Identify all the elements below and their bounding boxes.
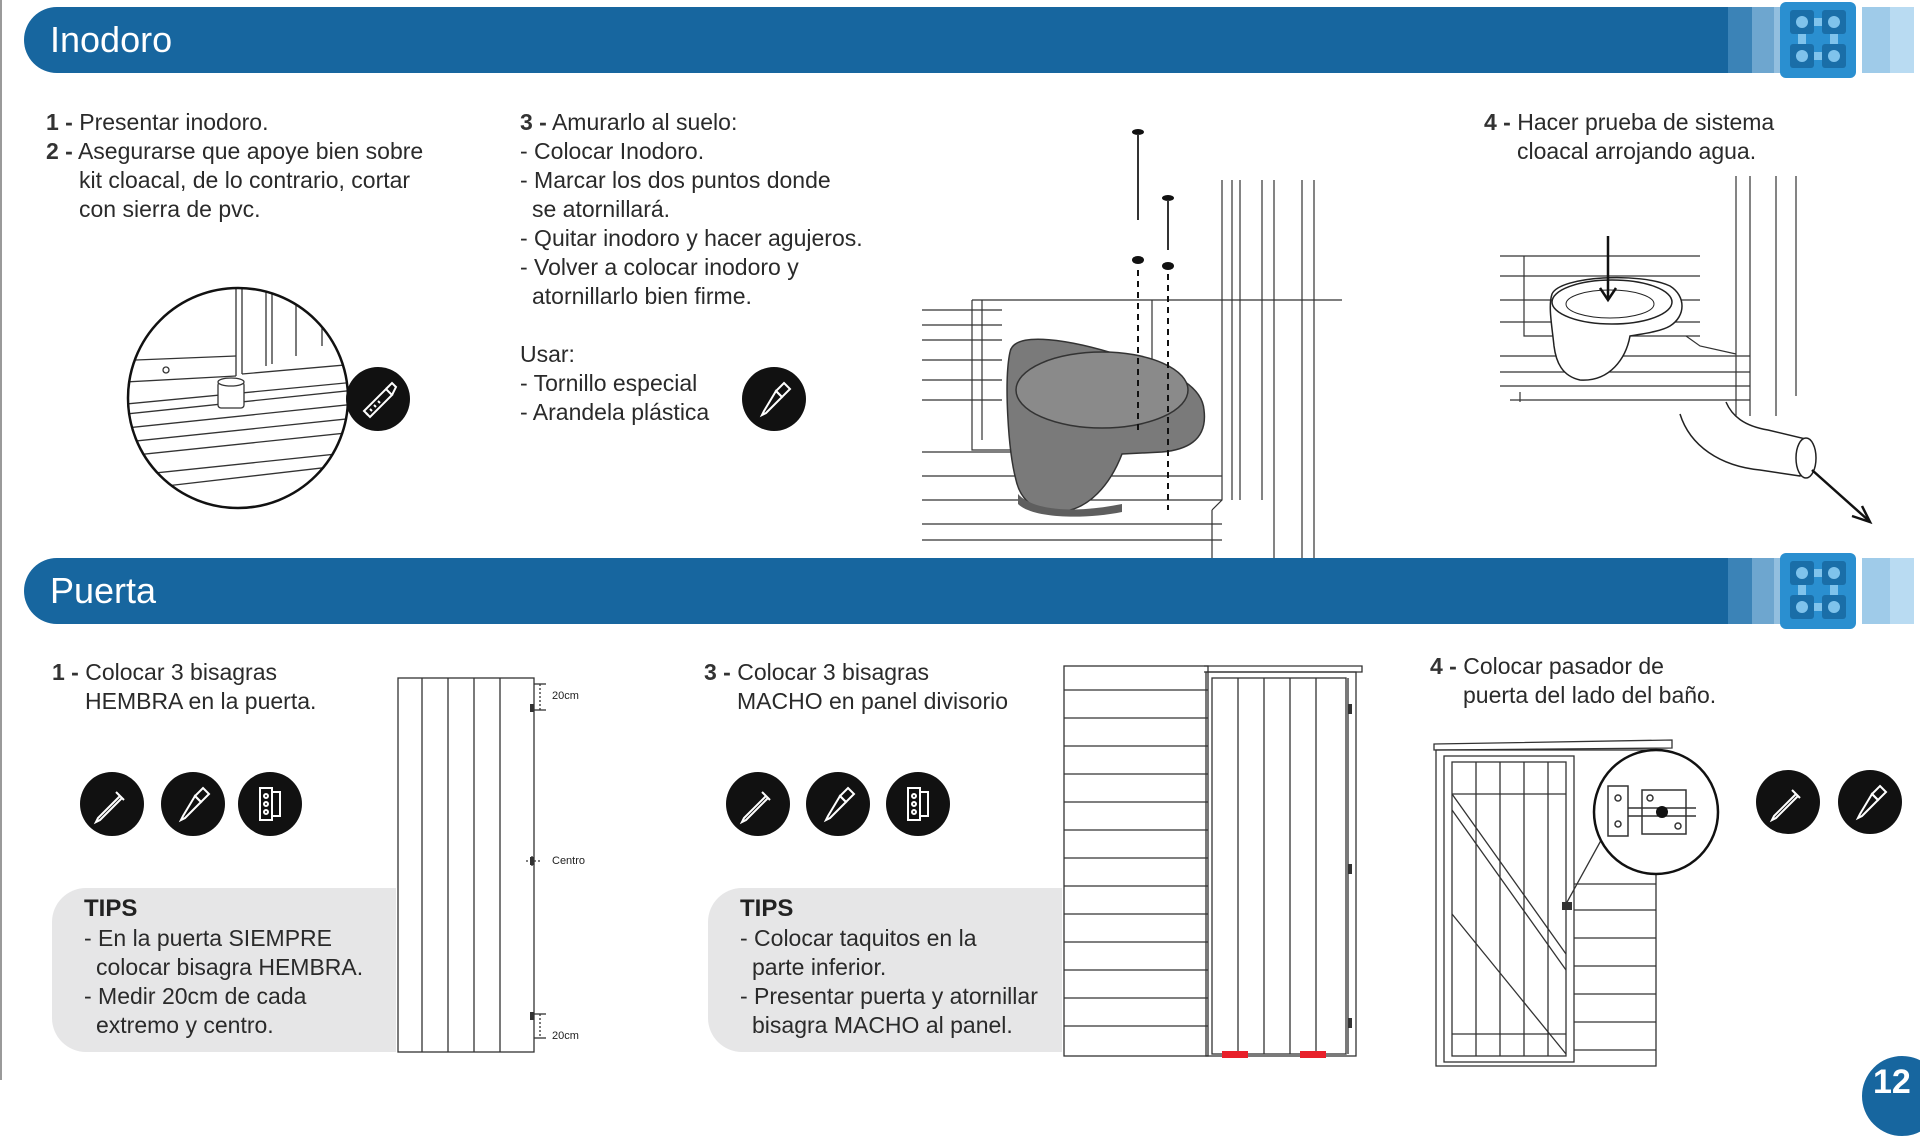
puerta-step-1: 1 - Colocar 3 bisagras HEMBRA en la puer… xyxy=(52,658,316,716)
step-text: HEMBRA en la puerta. xyxy=(85,688,317,714)
step-text: Colocar 3 bisagras xyxy=(85,659,277,685)
step-text: Presentar inodoro. xyxy=(79,109,269,135)
water-test-illustration xyxy=(1500,176,1873,525)
step-text: Colocar pasador de xyxy=(1463,653,1664,679)
tip-line: - Presentar puerta y atornillar xyxy=(740,983,1038,1009)
use-item: - Arandela plástica xyxy=(520,399,710,425)
inodoro-steps-1-2: 1 - Presentar inodoro. 2 - Asegurarse qu… xyxy=(46,108,423,224)
screwdriver-icon xyxy=(161,772,225,836)
inodoro-banner: Inodoro xyxy=(24,7,1914,73)
step-heading: Amurarlo al suelo: xyxy=(551,109,738,135)
use-label: Usar: xyxy=(520,341,575,367)
puerta-title: Puerta xyxy=(50,570,157,611)
tip-line: - Medir 20cm de cada xyxy=(84,983,307,1009)
tip-line: - Colocar taquitos en la xyxy=(740,925,977,951)
screwdriver-icon xyxy=(1838,770,1902,834)
inodoro-title: Inodoro xyxy=(50,19,173,60)
measure-center-label: Centro xyxy=(552,855,586,867)
tips-box-1: TIPS - En la puerta SIEMPRE colocar bisa… xyxy=(52,888,396,1052)
screwdriver-icon xyxy=(806,772,870,836)
step-text: kit cloacal, de lo contrario, cortar xyxy=(79,167,411,193)
measure-top-label: 20cm xyxy=(552,690,579,702)
brand-logo-icon xyxy=(1780,2,1856,78)
step-text: puerta del lado del baño. xyxy=(1463,682,1717,708)
nail-icon xyxy=(80,772,144,836)
step-line: atornillarlo bien firme. xyxy=(532,283,752,309)
step-text: Asegurarse que apoye bien sobre xyxy=(77,138,424,164)
step-number: 4 - xyxy=(1484,109,1511,135)
use-item: - Tornillo especial xyxy=(520,370,698,396)
nail-icon xyxy=(1756,770,1820,834)
puerta-banner: Puerta xyxy=(24,558,1914,624)
tip-line: extremo y centro. xyxy=(96,1012,274,1038)
step-number: 3 - xyxy=(704,659,731,685)
step-line: - Colocar Inodoro. xyxy=(520,138,705,164)
step-line: - Quitar inodoro y hacer agujeros. xyxy=(520,225,863,251)
tips-title: TIPS xyxy=(84,895,138,922)
page-left-border xyxy=(0,0,2,1080)
panel-door-illustration xyxy=(1063,665,1363,1058)
inodoro-step-3: 3 - Amurarlo al suelo: - Colocar Inodoro… xyxy=(520,108,863,427)
toilet-bolting-illustration xyxy=(922,129,1342,560)
step-number: 2 - xyxy=(46,138,73,164)
tip-line: - En la puerta SIEMPRE xyxy=(84,925,332,951)
step-text: Hacer prueba de sistema xyxy=(1517,109,1775,135)
step-line: - Volver a colocar inodoro y xyxy=(520,254,799,280)
tip-line: parte inferior. xyxy=(752,954,887,980)
puerta-step-3: 3 - Colocar 3 bisagras MACHO en panel di… xyxy=(704,658,1008,716)
step-text: MACHO en panel divisorio xyxy=(737,688,1009,714)
tips-box-2: TIPS - Colocar taquitos en la parte infe… xyxy=(708,888,1062,1052)
step-text: con sierra de pvc. xyxy=(79,196,261,222)
page-number: 12 xyxy=(1873,1063,1911,1101)
inodoro-step-4: 4 - Hacer prueba de sistema cloacal arro… xyxy=(1484,108,1774,166)
measure-bottom-label: 20cm xyxy=(552,1030,579,1042)
saw-icon xyxy=(346,367,410,431)
step-text: cloacal arrojando agua. xyxy=(1517,138,1757,164)
hinge-icon xyxy=(238,772,302,836)
step-text: Colocar 3 bisagras xyxy=(737,659,929,685)
nail-icon xyxy=(726,772,790,836)
step-line: se atornillará. xyxy=(532,196,671,222)
step-number: 3 - xyxy=(520,109,547,135)
tips-title: TIPS xyxy=(740,895,794,922)
screwdriver-icon xyxy=(742,367,806,431)
step-number: 4 - xyxy=(1430,653,1457,679)
step-number: 1 - xyxy=(52,659,79,685)
tip-line: colocar bisagra HEMBRA. xyxy=(96,954,364,980)
step-number: 1 - xyxy=(46,109,73,135)
page-number-badge: 12 xyxy=(1858,1052,1920,1140)
hinge-icon xyxy=(886,772,950,836)
door-hinge-measure-illustration xyxy=(397,677,546,1053)
door-latch-illustration xyxy=(1433,739,1720,1067)
step-line: - Marcar los dos puntos donde xyxy=(520,167,831,193)
brand-logo-icon xyxy=(1780,553,1856,629)
tip-line: bisagra MACHO al panel. xyxy=(752,1012,1013,1038)
kit-cloacal-detail-illustration xyxy=(126,286,350,510)
puerta-step-4: 4 - Colocar pasador de puerta del lado d… xyxy=(1430,652,1716,710)
